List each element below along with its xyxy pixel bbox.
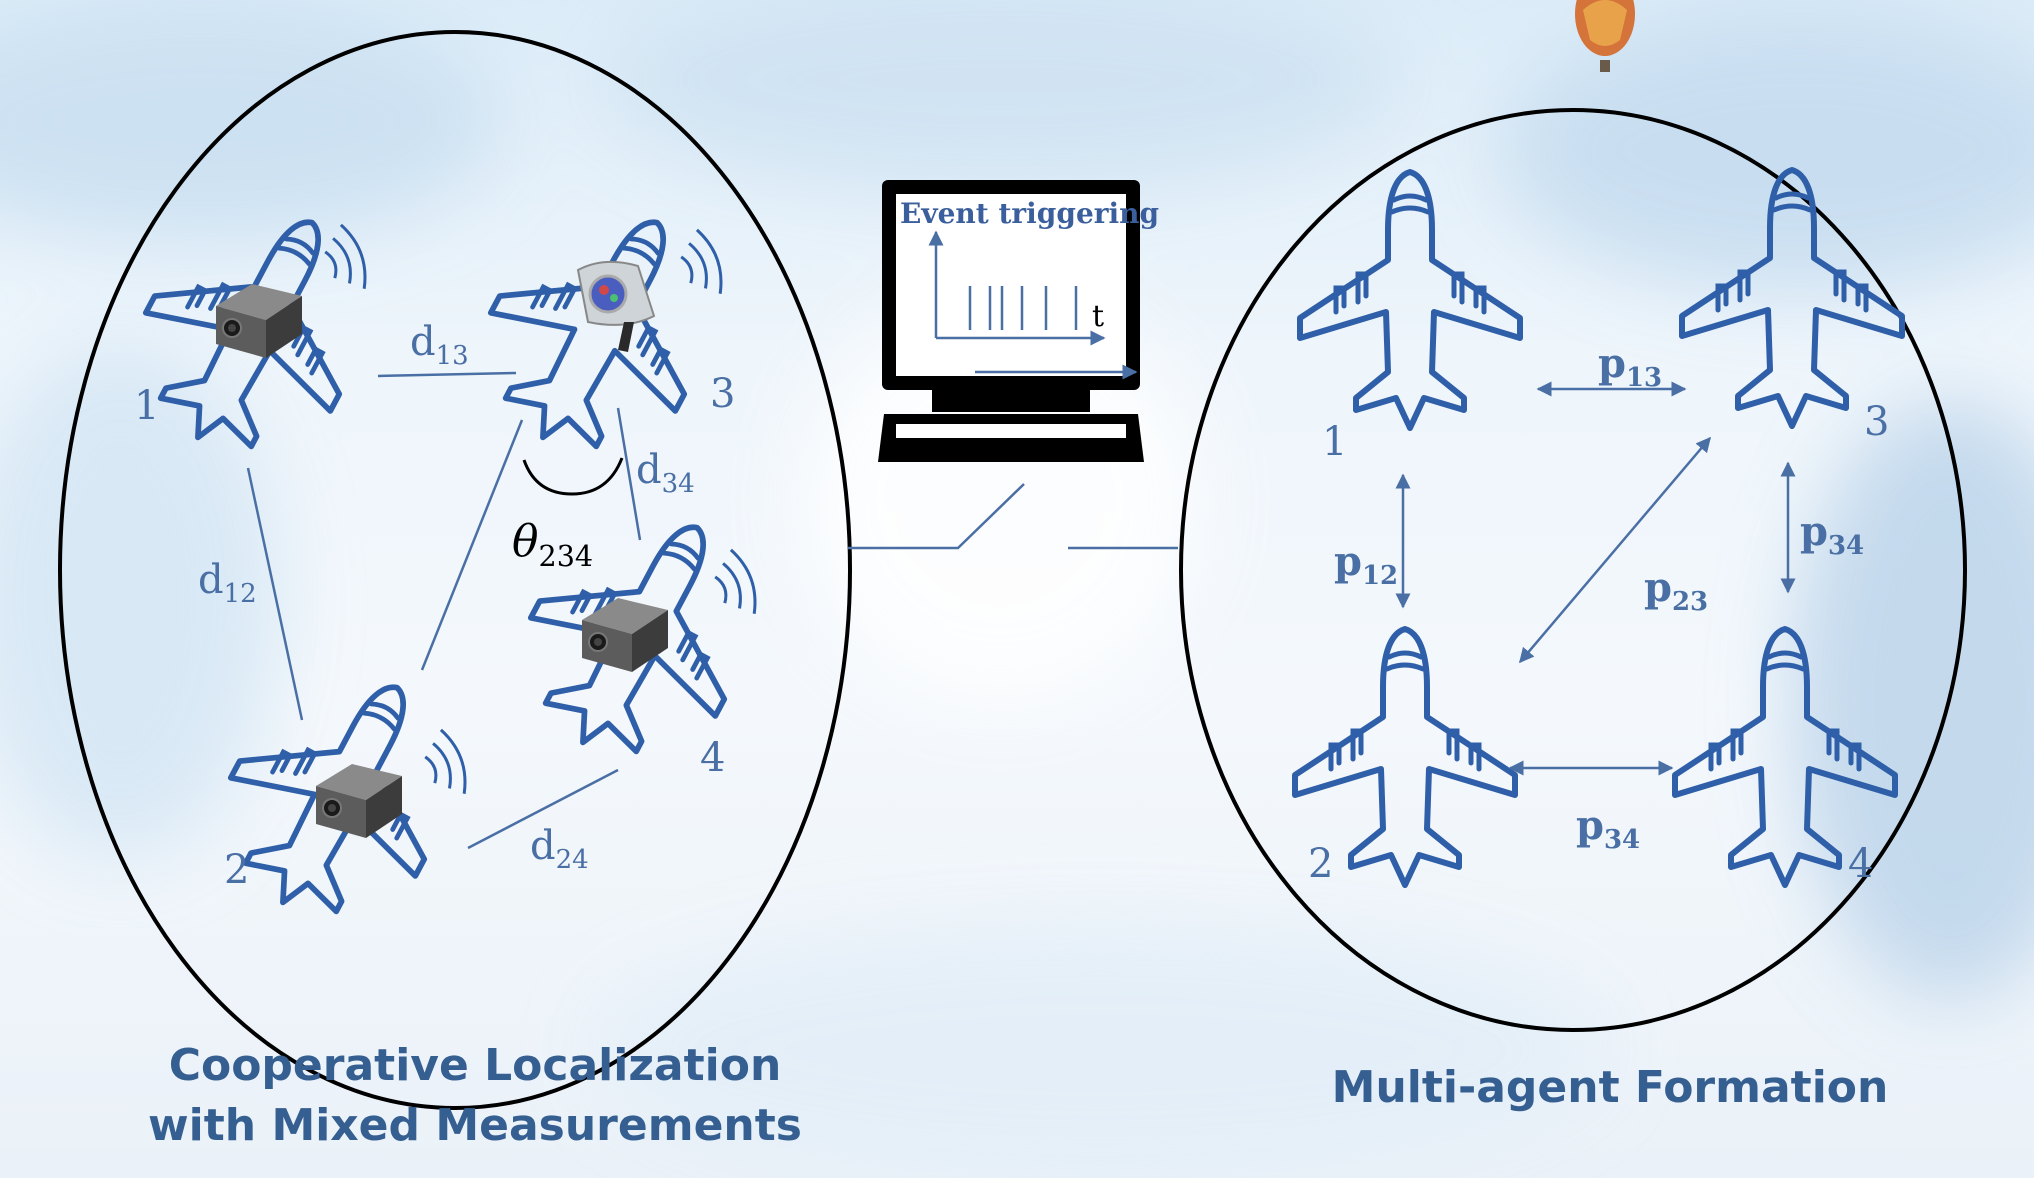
- left-title: Cooperative Localization with Mixed Meas…: [148, 1040, 802, 1151]
- edge-label-p13: p13: [1598, 340, 1663, 393]
- left-agent-3-label: 3: [710, 371, 736, 417]
- edge-label-d24: d24: [530, 823, 589, 875]
- left-group-outline: [58, 30, 852, 1110]
- left-agent-2-label: 2: [224, 847, 250, 893]
- uwb-sensor-icon: [315, 763, 403, 839]
- signal-waves-icon: [316, 220, 375, 299]
- formation-arrows: [1395, 381, 1796, 776]
- angle-label-theta: θ234: [512, 516, 594, 573]
- connector-lines: [848, 483, 1178, 550]
- left-airplane-3: [451, 174, 750, 487]
- camera-sensor-icon: [576, 260, 656, 352]
- right-agent-4-label: 4: [1848, 841, 1874, 887]
- edge-label-p12: p12: [1334, 538, 1399, 591]
- right-title: Multi-agent Formation: [1331, 1062, 1889, 1113]
- right-airplane-3: [1682, 170, 1902, 426]
- signal-waves-icon: [672, 225, 731, 304]
- right-airplane-1: [1300, 172, 1520, 428]
- edge-label-p23: p23: [1644, 564, 1709, 617]
- left-edge-lines: [246, 371, 642, 850]
- left-agent-4-label: 4: [700, 735, 726, 781]
- angle-arc: [522, 457, 624, 496]
- right-agent-3-label: 3: [1864, 399, 1890, 445]
- edge-label-p34-bottom: p34: [1576, 802, 1641, 855]
- edge-label-d13: d13: [410, 319, 469, 371]
- edge-label-p34-right: p34: [1800, 508, 1865, 561]
- signal-waves-icon: [416, 725, 475, 804]
- right-group-outline: [1179, 108, 1967, 1032]
- edge-label-d34: d34: [636, 447, 695, 499]
- signal-waves-icon: [706, 545, 765, 624]
- monitor-axis-label: t: [1092, 299, 1105, 334]
- edge-label-d12: d12: [198, 557, 257, 609]
- right-agent-1-label: 1: [1322, 419, 1348, 465]
- left-agent-1-label: 1: [134, 383, 160, 429]
- monitor-icon: [878, 180, 1144, 462]
- hot-air-balloon-icon: [1575, 0, 1635, 72]
- monitor-event-label: Event triggering: [900, 197, 1160, 230]
- right-agent-2-label: 2: [1308, 841, 1334, 887]
